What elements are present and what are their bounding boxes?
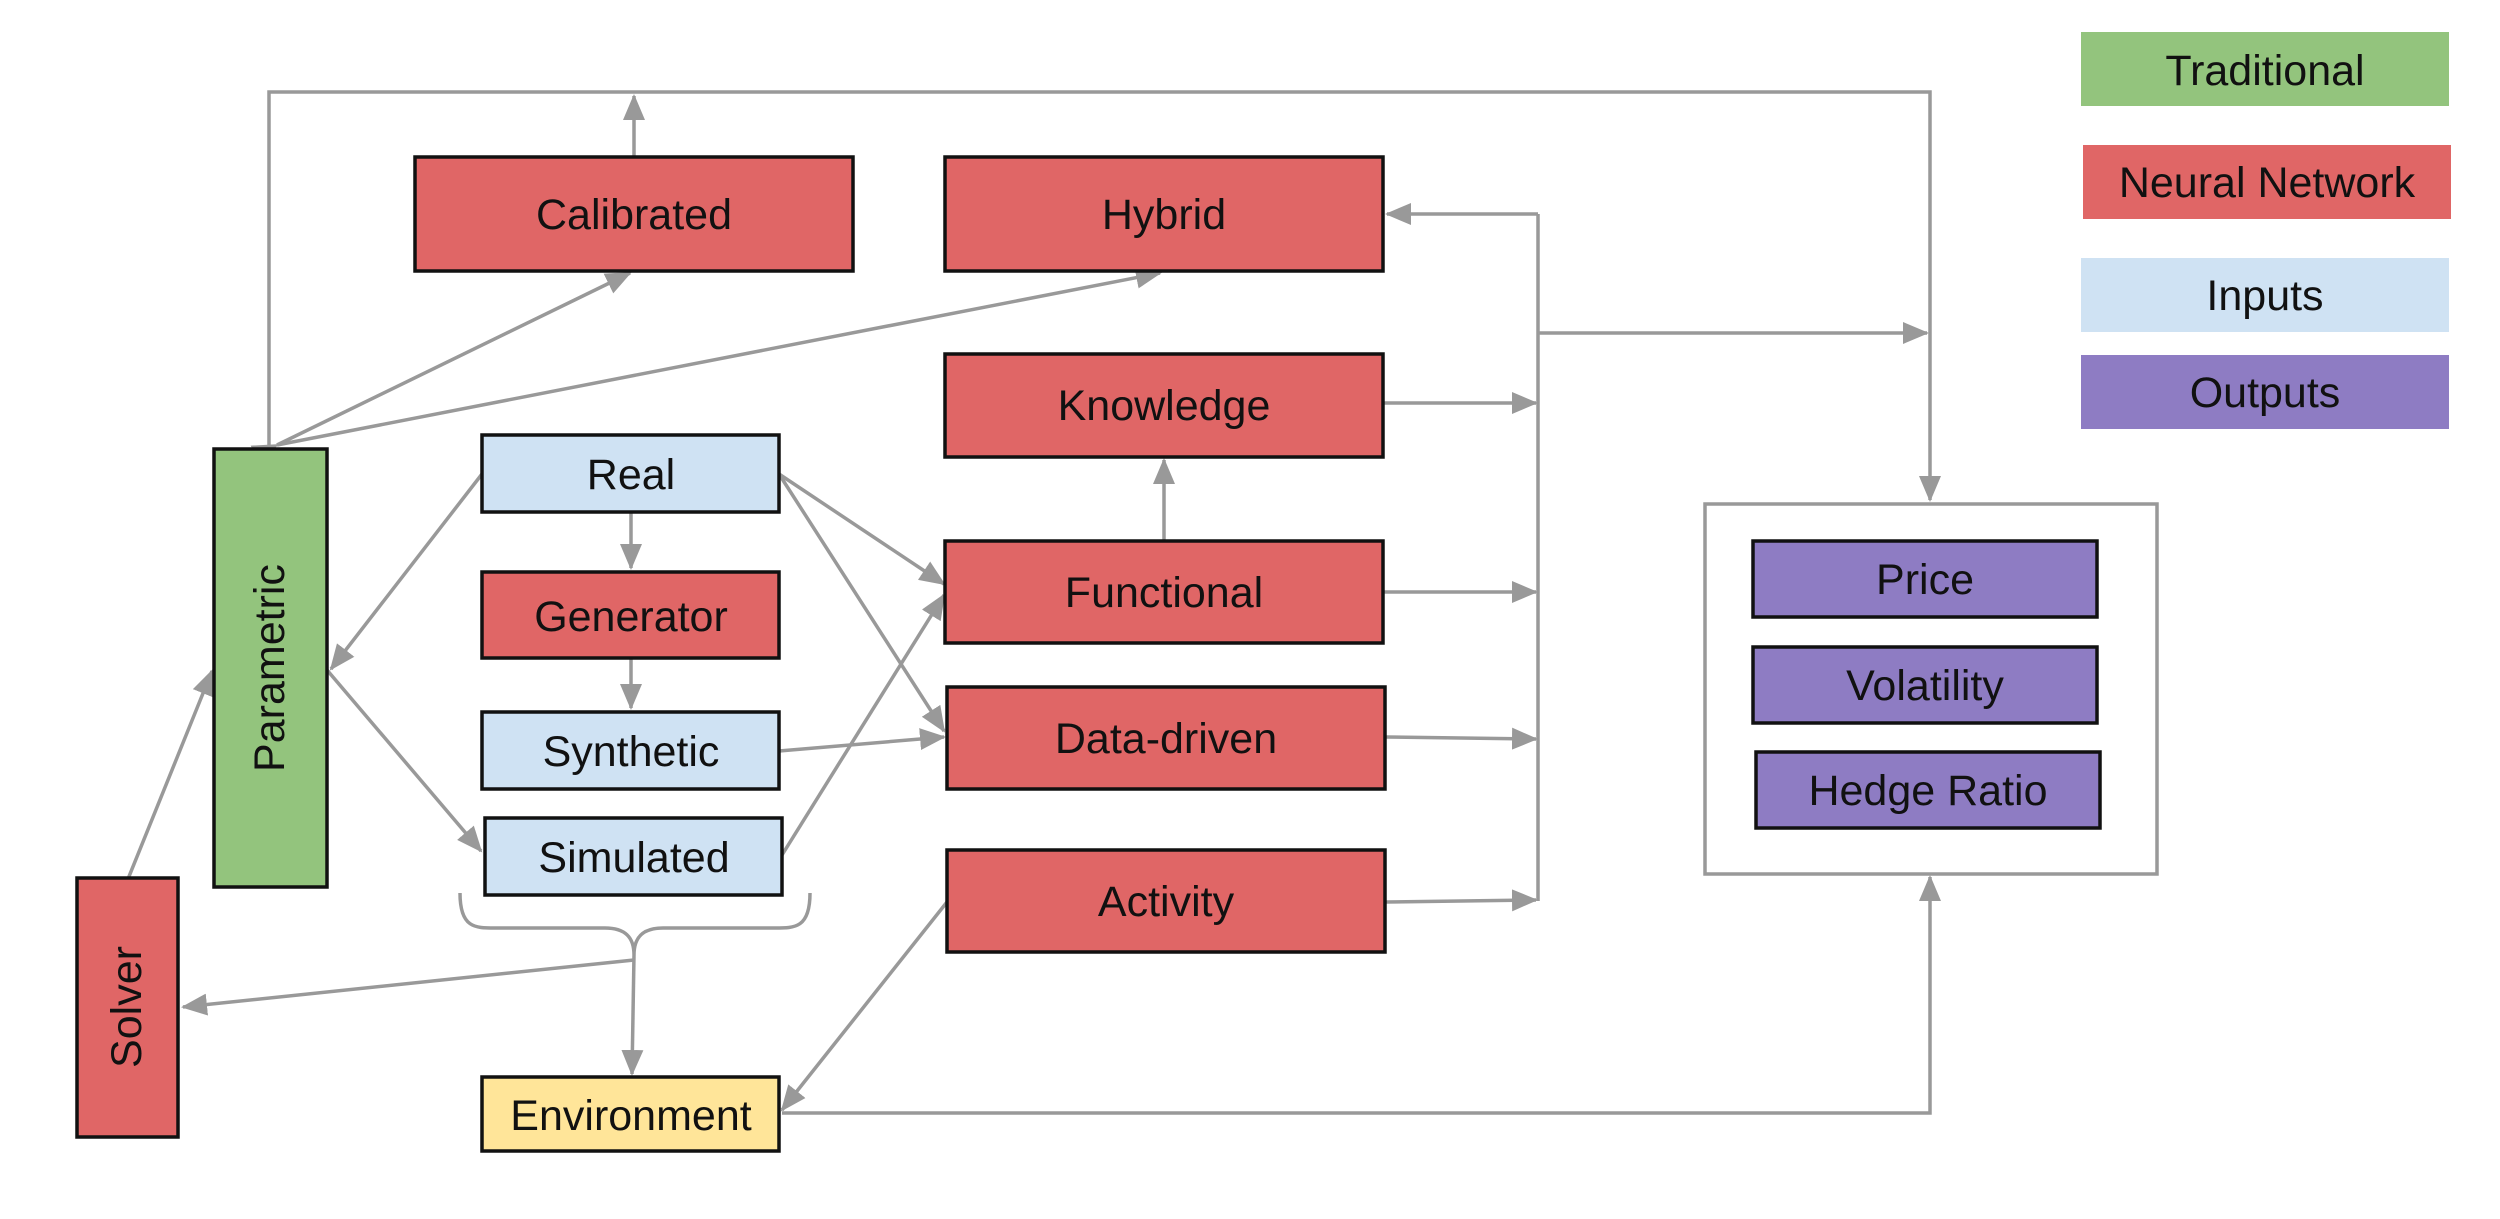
synthetic-to-datadriven-connector: [778, 728, 946, 753]
calibrated-label: Calibrated: [536, 191, 732, 239]
node-volatility: Volatility: [1751, 645, 2099, 725]
legend-swatch-traditional: [2081, 32, 2449, 106]
node-functional: Functional: [943, 539, 1385, 645]
volatility-box: [1751, 645, 2099, 725]
solver-box: [75, 876, 180, 1139]
node-solver: Solver: [75, 876, 180, 1139]
legend-label-neural-network: Neural Network: [2119, 159, 2416, 207]
brace-to-solver-connector: [181, 958, 635, 1016]
node-knowledge: Knowledge: [943, 352, 1385, 459]
top-loop-connector: [267, 90, 1941, 502]
price-box: [1751, 539, 2099, 619]
node-data-driven: Data-driven: [945, 685, 1387, 791]
volatility-label: Volatility: [1846, 662, 2004, 710]
datadriven-to-bus-connector: [1385, 727, 1538, 750]
parametric-hybrid-connector: [276, 266, 1162, 447]
simulated-to-functional-connector: [780, 593, 946, 856]
parametric-label: Parametric: [246, 564, 294, 772]
solver-to-parametric-connector: [126, 669, 214, 880]
legend: Traditional Neural Network Inputs Output…: [2081, 32, 2451, 429]
node-price: Price: [1751, 539, 2099, 619]
legend-item-outputs: Outputs: [2081, 355, 2449, 429]
simulated-label: Simulated: [538, 834, 729, 882]
node-hedge-ratio: Hedge Ratio: [1754, 750, 2102, 830]
generator-label: Generator: [534, 593, 728, 641]
environment-label: Environment: [510, 1092, 751, 1140]
knowledge-label: Knowledge: [1058, 382, 1271, 430]
parametric-calibrated-connector: [250, 271, 632, 466]
brace-to-environment-connector: [621, 954, 644, 1076]
legend-item-inputs: Inputs: [2081, 258, 2449, 332]
activity-label: Activity: [1098, 878, 1235, 926]
parametric-box: [212, 447, 329, 889]
node-calibrated: Calibrated: [413, 155, 855, 273]
activity-to-environment-connector: [780, 900, 949, 1112]
connectors: [126, 90, 1941, 1115]
legend-item-neural-network: Neural Network: [2083, 145, 2451, 219]
knowledge-box: [943, 352, 1385, 459]
parametric-to-simulated-connector: [325, 668, 483, 853]
legend-swatch-inputs: [2081, 258, 2449, 332]
price-label: Price: [1876, 556, 1974, 604]
node-generator: Generator: [480, 570, 781, 660]
simulated-box: [483, 816, 784, 897]
generator-box: [480, 570, 781, 660]
synthetic-label: Synthetic: [543, 728, 720, 776]
real-box: [480, 433, 781, 514]
real-to-datadriven-connector: [777, 473, 946, 733]
legend-item-traditional: Traditional: [2081, 32, 2449, 106]
node-simulated: Simulated: [483, 816, 784, 897]
inputs-brace: [458, 892, 812, 956]
environment-to-outputs-connector: [782, 875, 1941, 1115]
legend-label-inputs: Inputs: [2206, 272, 2323, 320]
hybrid-label: Hybrid: [1102, 191, 1226, 239]
data-driven-label: Data-driven: [1055, 715, 1277, 763]
real-label: Real: [587, 451, 675, 499]
hedge-ratio-box: [1754, 750, 2102, 830]
synthetic-box: [480, 710, 781, 791]
node-real: Real: [480, 433, 781, 514]
node-environment: Environment: [480, 1075, 781, 1153]
activity-to-bus-connector: [1385, 889, 1538, 912]
real-to-parametric-connector: [329, 472, 484, 671]
legend-label-traditional: Traditional: [2165, 47, 2364, 95]
data-driven-box: [945, 685, 1387, 791]
node-activity: Activity: [945, 848, 1387, 954]
legend-label-outputs: Outputs: [2190, 369, 2341, 417]
node-hybrid: Hybrid: [943, 155, 1385, 273]
solver-label: Solver: [103, 946, 151, 1068]
hybrid-box: [943, 155, 1385, 273]
legend-swatch-neural-network: [2083, 145, 2451, 219]
legend-swatch-outputs: [2081, 355, 2449, 429]
calibrated-box: [413, 155, 855, 273]
activity-box: [945, 848, 1387, 954]
environment-box: [480, 1075, 781, 1153]
node-synthetic: Synthetic: [480, 710, 781, 791]
real-to-functional-connector: [778, 472, 946, 586]
hedge-ratio-label: Hedge Ratio: [1808, 767, 2047, 815]
node-parametric: Parametric: [212, 447, 329, 889]
functional-label: Functional: [1065, 569, 1263, 617]
functional-box: [943, 539, 1385, 645]
